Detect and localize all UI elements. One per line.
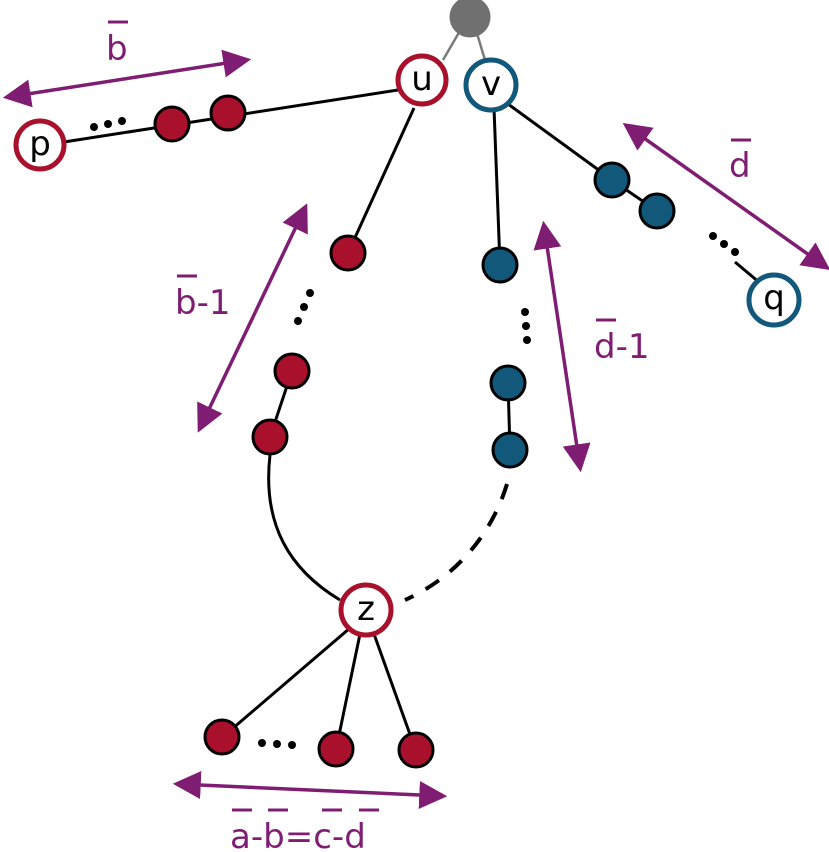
- node-red-left-2: [273, 352, 311, 390]
- edge-middle-chain-z-dashed: [404, 483, 509, 602]
- node-v: v: [463, 57, 519, 113]
- label-d-minus-1: d-1: [594, 318, 650, 367]
- edge-left-chain-z: [267, 454, 341, 602]
- node-blue-q2: [638, 192, 676, 230]
- edge-z-leaf-1: [224, 626, 351, 737]
- ellipsis-left-chain: [294, 289, 314, 325]
- root-node: [449, 0, 491, 38]
- node-red-p2: [209, 94, 247, 132]
- edge-z-leaf-2: [336, 633, 362, 741]
- node-q: q: [746, 272, 802, 328]
- node-q-label: q: [763, 278, 785, 318]
- node-red-left-1: [329, 234, 367, 272]
- arrow-d: [622, 122, 829, 271]
- node-blue-q1: [593, 161, 631, 199]
- label-bottom-equation: a-b=c-d: [230, 808, 379, 852]
- node-red-left-3: [251, 418, 289, 456]
- arrow-d-minus-1: [533, 220, 591, 473]
- label-b-base: b: [106, 29, 128, 69]
- node-blue-mid-2: [489, 364, 527, 402]
- label-d-minus-1-base: d: [594, 327, 616, 367]
- label-d-minus-1-suffix: -1: [616, 327, 650, 367]
- edge-v-q-path: [507, 102, 601, 173]
- node-z: z: [338, 582, 394, 638]
- small-nodes: [153, 0, 676, 769]
- label-bottom-a: a: [230, 817, 251, 852]
- node-red-leaf-1: [203, 718, 241, 756]
- node-v-label: v: [481, 64, 501, 104]
- arrow-bottom: [172, 771, 448, 809]
- label-b: b: [106, 20, 128, 69]
- label-b-minus-1-base: b: [175, 283, 197, 323]
- arrow-b-minus-1: [197, 203, 308, 433]
- node-p: p: [13, 118, 67, 172]
- label-bottom-b: b: [263, 817, 285, 852]
- edge-v-middle-chain: [492, 107, 502, 266]
- node-blue-mid-1: [481, 246, 519, 284]
- node-z-label: z: [357, 589, 375, 629]
- node-red-p1: [153, 105, 191, 143]
- label-b-minus-1-suffix: -1: [197, 283, 231, 323]
- node-u: u: [395, 53, 449, 107]
- label-bottom-text: a-b=c-d: [230, 817, 366, 852]
- edge-u-left-chain: [346, 107, 416, 254]
- label-d-base: d: [729, 146, 751, 186]
- label-bottom-eq: =: [285, 817, 314, 852]
- length-arrows: [2, 49, 829, 809]
- labeled-nodes: u v p q z: [13, 53, 802, 638]
- label-d: d: [729, 138, 751, 186]
- label-bottom-d: d: [344, 817, 366, 852]
- label-b-minus-1-text: b-1: [175, 283, 231, 323]
- node-p-label: p: [29, 124, 51, 164]
- node-red-leaf-2: [317, 730, 355, 768]
- ellipsis-leaves: [258, 739, 296, 749]
- arrow-b: [2, 49, 252, 108]
- node-u-label: u: [411, 59, 433, 99]
- label-bottom-c: c: [313, 817, 332, 852]
- label-d-minus-1-text: d-1: [594, 327, 650, 367]
- label-b-minus-1: b-1: [175, 274, 231, 323]
- ellipsis-middle-chain: [521, 308, 531, 344]
- node-red-leaf-3: [397, 731, 435, 769]
- ellipsis-q-path: [709, 232, 739, 256]
- label-bottom-op2: -: [332, 817, 344, 852]
- edge-z-leaf-3: [372, 633, 414, 741]
- ellipsis-p-path: [90, 117, 126, 131]
- length-labels: b d b-1 d-1 a-b=c-d: [106, 20, 751, 852]
- label-bottom-op1: -: [251, 817, 263, 852]
- node-blue-mid-3: [491, 431, 529, 469]
